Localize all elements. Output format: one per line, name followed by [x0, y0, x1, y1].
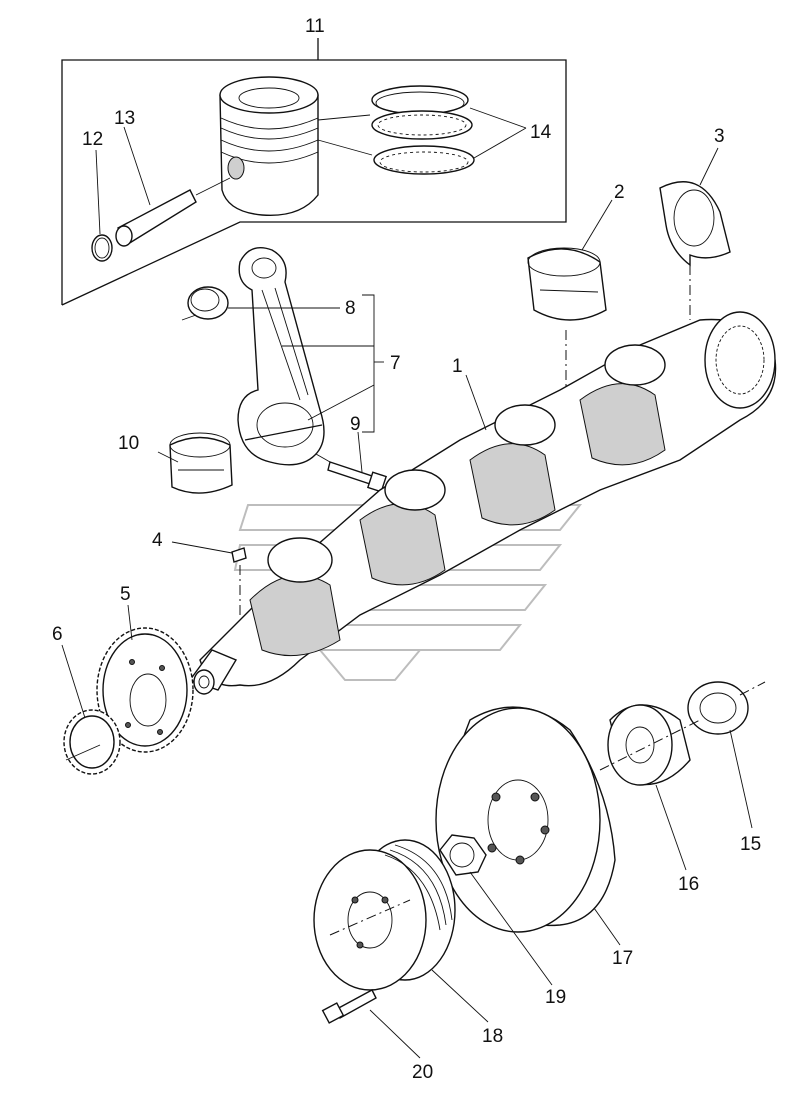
callout-10: 10	[118, 433, 139, 454]
callout-15: 15	[740, 834, 761, 855]
callout-3: 3	[714, 126, 725, 147]
pump-drive-gear[interactable]	[63, 709, 121, 775]
callout-4: 4	[152, 530, 163, 551]
crankshaft-hub[interactable]	[599, 704, 701, 786]
callout-18: 18	[482, 1026, 503, 1047]
callout-19: 19	[545, 987, 566, 1008]
thrust-washer[interactable]	[659, 181, 731, 320]
callout-labels: 1 2 3 4 5 6 7 8 9 10 11 12 13 14 15 16 1…	[52, 16, 761, 1083]
piston[interactable]	[219, 76, 319, 217]
piston-pin[interactable]	[115, 177, 231, 247]
callout-6: 6	[52, 624, 63, 645]
hub-nut[interactable]	[439, 834, 487, 876]
callout-14: 14	[530, 122, 552, 143]
callout-5: 5	[120, 584, 131, 605]
connecting-rod[interactable]	[237, 247, 325, 466]
callout-2: 2	[614, 182, 625, 203]
crankshaft-gear[interactable]	[96, 627, 194, 753]
callout-20: 20	[412, 1062, 433, 1083]
callout-12: 12	[82, 129, 103, 150]
piston-kit-group	[61, 38, 567, 306]
pulley-bolt[interactable]	[321, 989, 377, 1024]
oil-seal-plate[interactable]	[687, 681, 766, 735]
callout-17: 17	[612, 948, 633, 969]
crankshaft[interactable]	[188, 311, 777, 695]
callout-9: 9	[350, 414, 361, 435]
callout-1: 1	[452, 356, 463, 377]
small-end-bushing[interactable]	[181, 286, 229, 321]
callout-7: 7	[390, 353, 401, 374]
rod-bolt[interactable]	[315, 453, 388, 493]
crankshaft-pulley[interactable]	[313, 839, 456, 991]
leader-lines	[61, 107, 753, 1059]
callout-16: 16	[678, 874, 699, 895]
callout-11: 11	[305, 16, 325, 37]
main-bearing-shell[interactable]	[527, 247, 607, 440]
piston-pin-circlip[interactable]	[91, 234, 113, 262]
callout-13: 13	[114, 108, 135, 129]
callout-8: 8	[345, 298, 356, 319]
big-end-bearing[interactable]	[169, 432, 233, 494]
vibration-damper[interactable]	[435, 706, 616, 933]
woodruff-key[interactable]	[231, 547, 247, 615]
piston-rings[interactable]	[371, 85, 475, 175]
